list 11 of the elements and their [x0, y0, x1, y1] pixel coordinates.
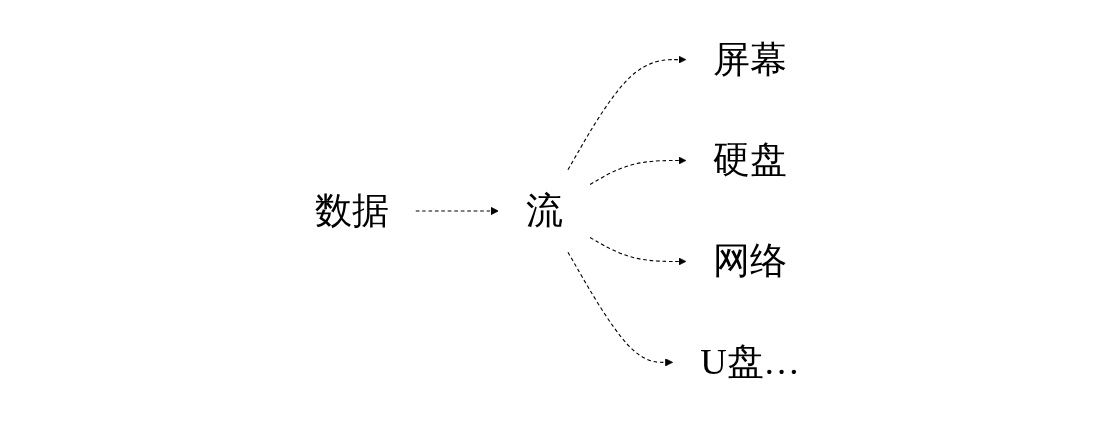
- node-text: U盘…: [700, 341, 801, 383]
- arrow: [415, 206, 499, 216]
- arrow: [589, 237, 687, 266]
- node-text: 数据: [314, 189, 389, 232]
- arrow: [567, 251, 674, 367]
- node-text: 屏幕: [713, 38, 787, 80]
- node-text: 流: [525, 189, 563, 232]
- arrow: [567, 55, 687, 171]
- arrow: [589, 156, 687, 185]
- node-text: 硬盘: [713, 139, 787, 181]
- node-text: 网络: [713, 240, 787, 282]
